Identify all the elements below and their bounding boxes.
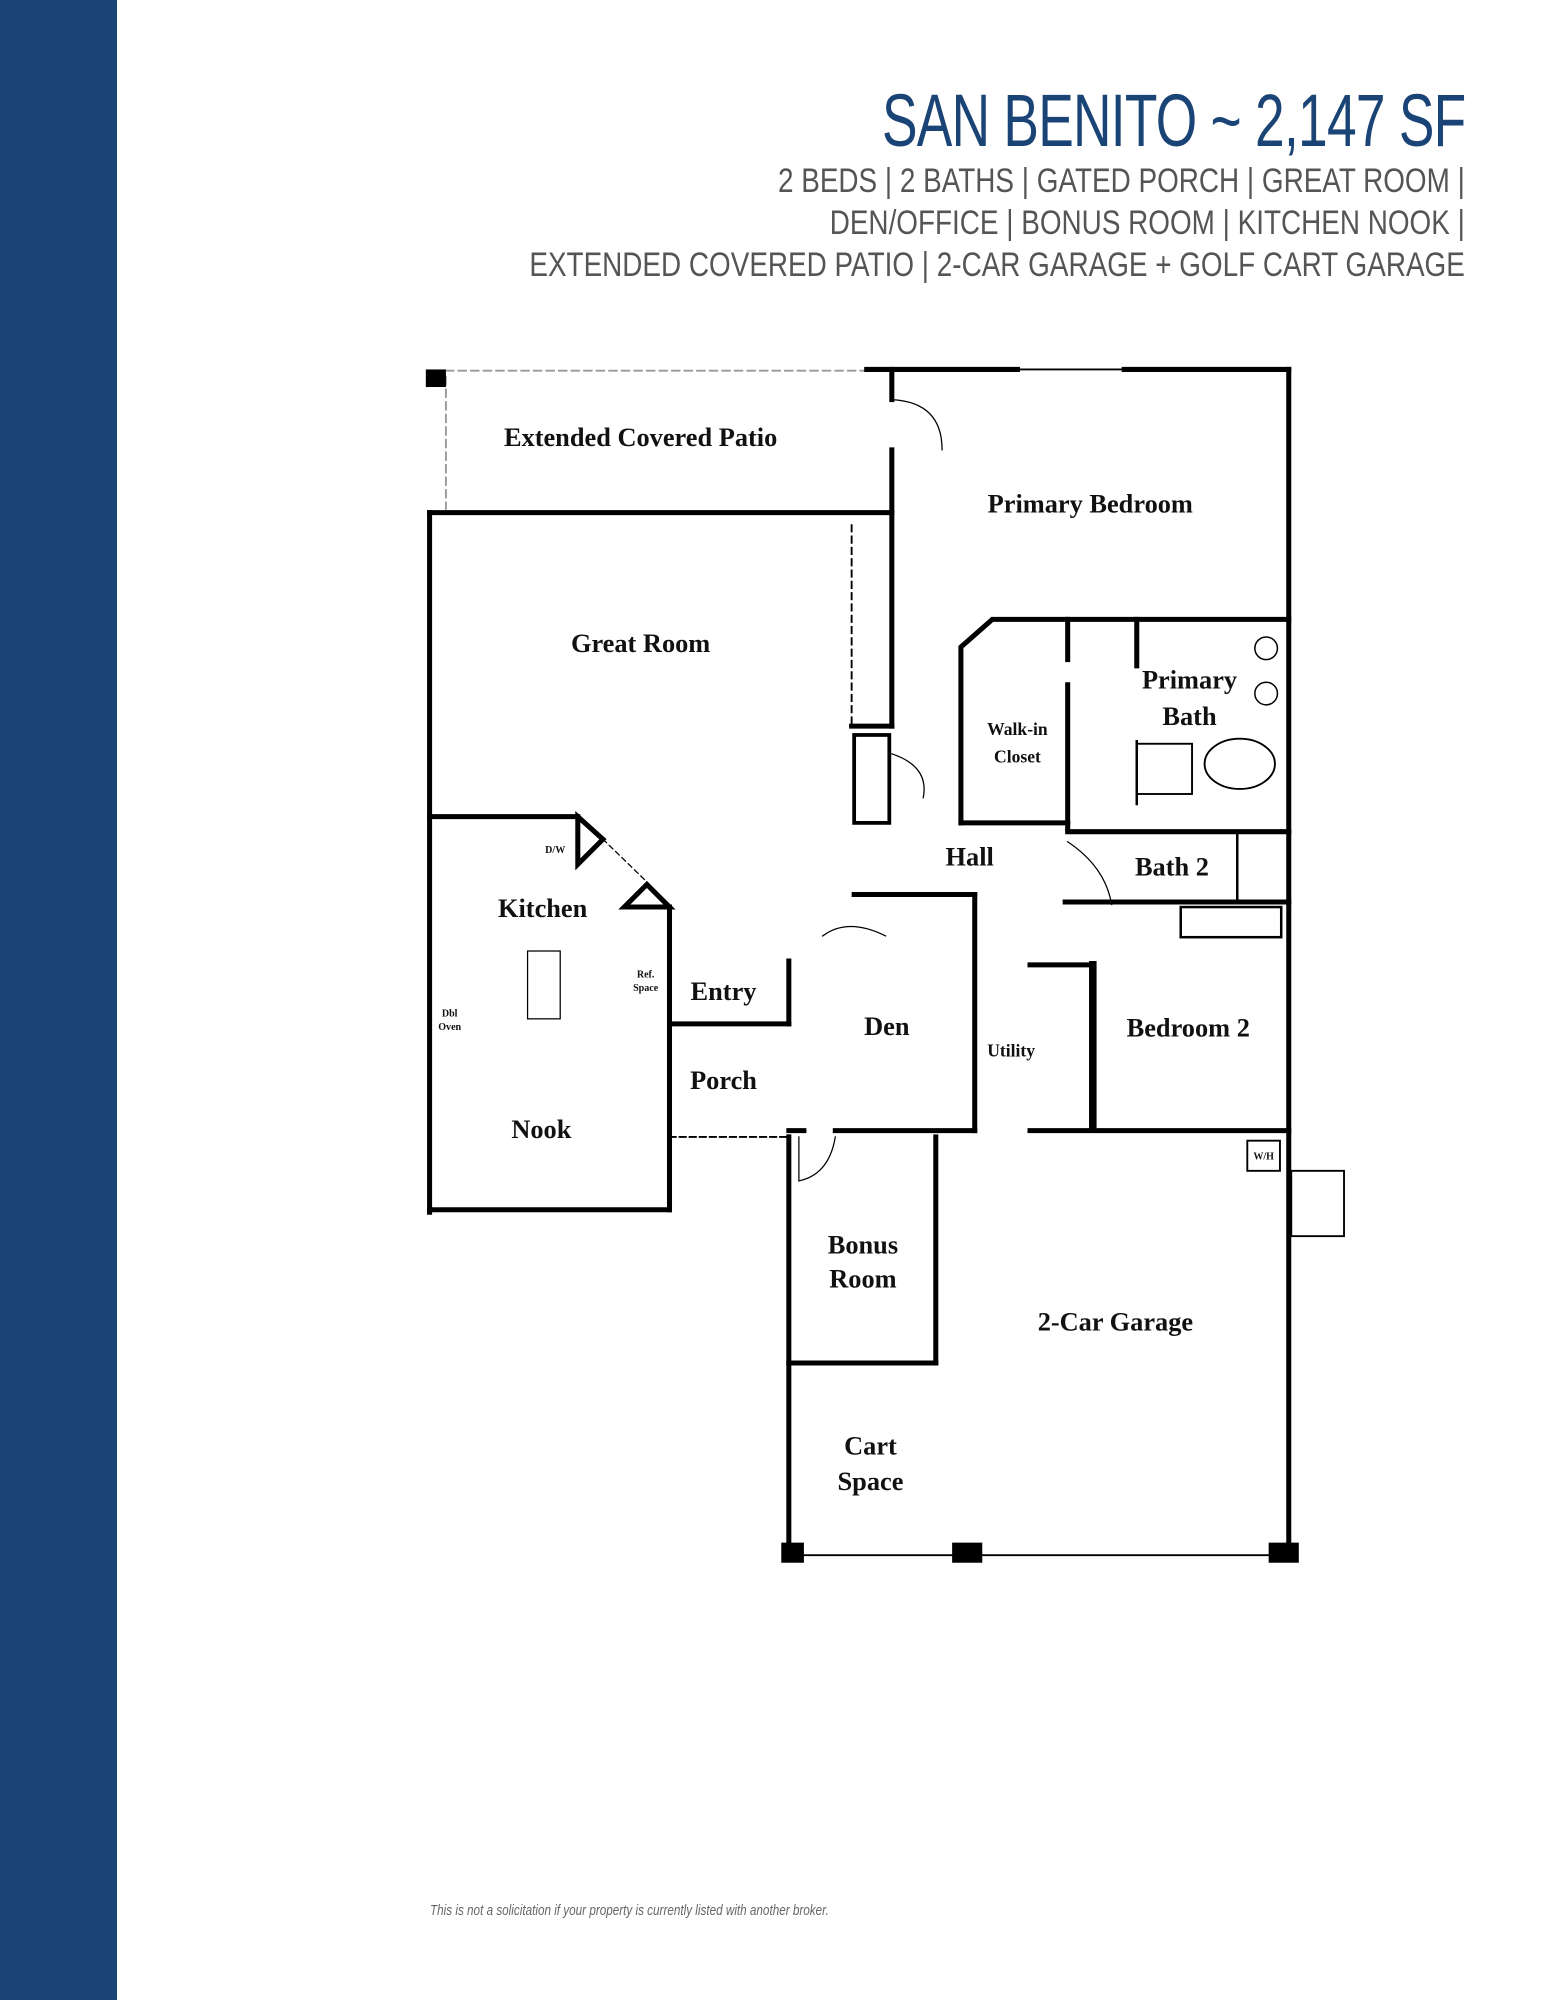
disclaimer: This is not a solicitation if your prope… bbox=[430, 1902, 829, 1919]
room-label-primary-bath: Bath bbox=[1162, 702, 1217, 731]
room-label-hall: Hall bbox=[946, 843, 994, 872]
feature-line: EXTENDED COVERED PATIO | 2-CAR GARAGE + … bbox=[529, 246, 1465, 284]
label-ref-space: Space bbox=[633, 983, 659, 994]
label-water-heater: W/H bbox=[1253, 1152, 1274, 1163]
room-label-nook: Nook bbox=[511, 1115, 571, 1144]
label-dbl-oven: Dbl bbox=[442, 1008, 458, 1019]
label-dishwasher: D/W bbox=[545, 845, 565, 856]
room-label-patio: Extended Covered Patio bbox=[504, 423, 777, 452]
page-title: SAN BENITO ~ 2,147 SF bbox=[881, 79, 1465, 162]
room-labels: Extended Covered Patio Primary Bedroom G… bbox=[438, 423, 1274, 1496]
room-label-primary-bath: Primary bbox=[1142, 665, 1237, 694]
room-label-great-room: Great Room bbox=[571, 629, 710, 658]
feature-line: 2 BEDS | 2 BATHS | GATED PORCH | GREAT R… bbox=[778, 162, 1465, 200]
brand-sidebar-band bbox=[0, 0, 117, 2000]
feature-line: DEN/OFFICE | BONUS ROOM | KITCHEN NOOK | bbox=[829, 204, 1465, 242]
room-label-primary-bedroom: Primary Bedroom bbox=[988, 490, 1193, 519]
room-label-bath-2: Bath 2 bbox=[1135, 853, 1209, 882]
room-label-kitchen: Kitchen bbox=[498, 894, 588, 923]
walls bbox=[425, 366, 1345, 1563]
room-label-walk-in-closet: Closet bbox=[994, 747, 1041, 767]
room-label-den: Den bbox=[864, 1012, 910, 1041]
room-label-porch: Porch bbox=[690, 1066, 757, 1095]
room-label-bonus-room: Bonus bbox=[828, 1231, 898, 1260]
room-label-utility: Utility bbox=[987, 1041, 1035, 1061]
room-label-bedroom-2: Bedroom 2 bbox=[1127, 1013, 1250, 1042]
label-ref-space: Ref. bbox=[637, 969, 655, 980]
room-label-entry: Entry bbox=[691, 977, 757, 1006]
room-label-walk-in-closet: Walk-in bbox=[987, 719, 1048, 739]
room-label-bonus-room: Room bbox=[829, 1265, 896, 1294]
feature-list: 2 BEDS | 2 BATHS | GATED PORCH | GREAT R… bbox=[530, 160, 1465, 286]
label-dbl-oven: Oven bbox=[438, 1022, 461, 1033]
room-label-cart-space: Space bbox=[838, 1467, 904, 1496]
room-label-garage: 2-Car Garage bbox=[1038, 1307, 1194, 1336]
room-label-cart-space: Cart bbox=[844, 1432, 897, 1461]
